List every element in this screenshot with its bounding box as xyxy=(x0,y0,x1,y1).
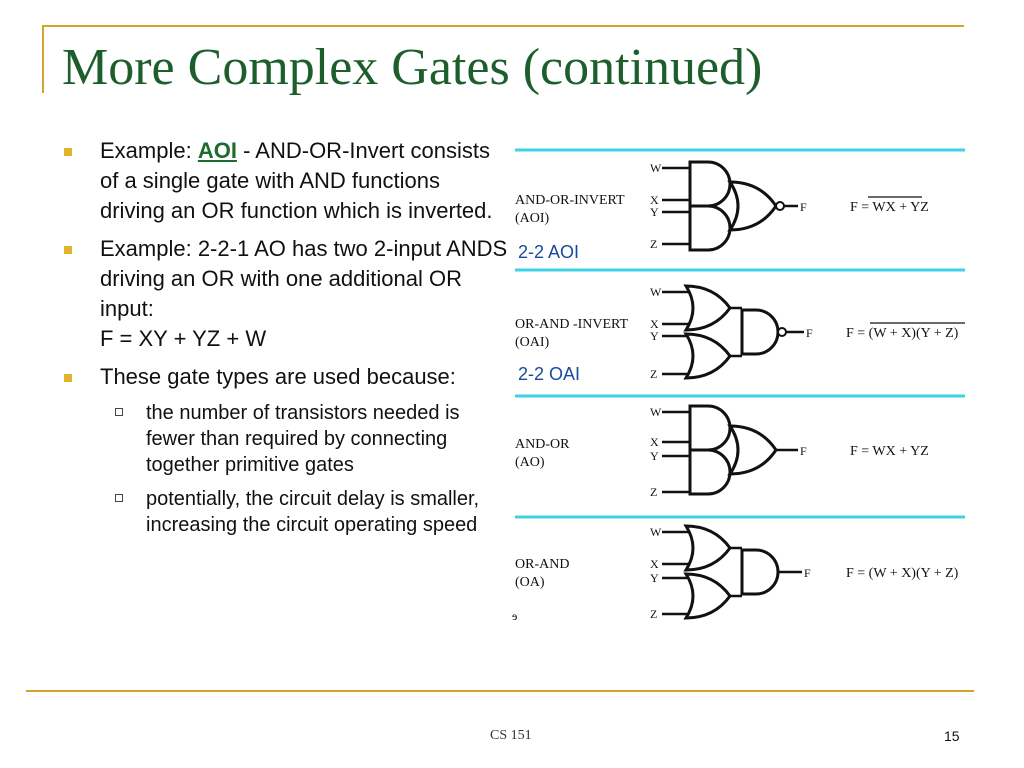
or-gate xyxy=(683,524,732,572)
equation: F = WX + YZ xyxy=(850,444,929,459)
inverter-bubble xyxy=(775,201,785,211)
gate-abbrev: (AOI) xyxy=(515,211,550,226)
bullet-square-icon xyxy=(64,148,72,156)
equation: F = (W + X)(Y + Z) xyxy=(846,566,959,581)
or-gate xyxy=(683,284,732,332)
sub-bullet-text: the number of transistors needed is fewe… xyxy=(146,402,460,476)
gate-diagram: AND-OR-INVERT (AOI) W X Y Z F F = WX + Y… xyxy=(512,148,965,623)
slide-title: More Complex Gates (continued) xyxy=(62,39,763,96)
bullet-text: Example: xyxy=(100,138,198,163)
gate-name: AND-OR xyxy=(515,437,570,452)
frame-left-line xyxy=(42,25,44,93)
sub-bullet-list: the number of transistors needed is fewe… xyxy=(60,400,510,538)
bullet-ao-example: Example: 2-2-1 AO has two 2-input ANDS d… xyxy=(60,234,510,354)
oa-row: OR-AND (OA) W X Y Z F F = (W + X)(Y + Z)… xyxy=(512,524,959,623)
pin-w-label: W xyxy=(650,285,662,299)
bullet-text: Example: 2-2-1 AO has two 2-input ANDS d… xyxy=(100,236,508,321)
aoi-row: AND-OR-INVERT (AOI) W X Y Z F F = WX + Y… xyxy=(515,160,929,262)
equation: F = WX + YZ xyxy=(850,200,929,215)
and-gate xyxy=(688,448,732,496)
gate-name: AND-OR-INVERT xyxy=(515,193,625,208)
or-gate xyxy=(727,180,778,232)
gate-abbrev: (OAI) xyxy=(515,335,550,350)
stray-glyph: ɘ xyxy=(512,609,517,623)
ao-row: AND-OR (AO) W X Y Z F F = WX + YZ xyxy=(515,404,929,499)
footer-course: CS 151 xyxy=(490,728,532,743)
and-gate xyxy=(740,308,780,356)
or-gate xyxy=(683,572,732,620)
sub-bullet-delay: potentially, the circuit delay is smalle… xyxy=(60,486,510,538)
bullet-text: These gate types are used because: xyxy=(100,364,456,389)
pin-x-label: X xyxy=(650,193,659,207)
gate-name: OR-AND -INVERT xyxy=(515,317,629,332)
gate-abbrev: (AO) xyxy=(515,455,545,470)
pin-z-label: Z xyxy=(650,237,657,251)
pin-f-label: F xyxy=(804,566,811,580)
bullet-text: - AND-OR-Invert consists of a single gat… xyxy=(100,138,493,223)
and-gate xyxy=(688,404,732,452)
equation: F = (W + X)(Y + Z) xyxy=(846,326,959,341)
pin-f-label: F xyxy=(800,200,807,214)
footer-page-number: 15 xyxy=(944,728,960,744)
pin-z-label: Z xyxy=(650,607,657,621)
and-gate xyxy=(688,204,732,252)
pin-x-label: X xyxy=(650,557,659,571)
pin-y-label: Y xyxy=(650,205,659,219)
sub-bullet-text: potentially, the circuit delay is smalle… xyxy=(146,488,480,536)
bullet-square-icon xyxy=(64,374,72,382)
sub-bullet-transistors: the number of transistors needed is fewe… xyxy=(60,400,510,478)
pin-y-label: Y xyxy=(650,449,659,463)
pin-x-label: X xyxy=(650,317,659,331)
oai-row: OR-AND -INVERT (OAI) W X Y Z F F = (W + … xyxy=(515,284,965,384)
frame-top-line xyxy=(42,25,964,27)
frame-bottom-line xyxy=(26,690,974,692)
pin-y-label: Y xyxy=(650,571,659,585)
and-gate xyxy=(740,548,780,596)
pin-w-label: W xyxy=(650,405,662,419)
pin-w-label: W xyxy=(650,525,662,539)
gate-abbrev: (OA) xyxy=(515,575,545,590)
pin-w-label: W xyxy=(650,161,662,175)
pin-y-label: Y xyxy=(650,329,659,343)
row-caption: 2-2 OAI xyxy=(518,364,580,384)
pin-x-label: X xyxy=(650,435,659,449)
bullet-reasons: These gate types are used because: xyxy=(60,362,510,392)
gate-name: OR-AND xyxy=(515,557,569,572)
hollow-square-icon xyxy=(115,408,123,416)
or-gate xyxy=(727,424,778,476)
hollow-square-icon xyxy=(115,494,123,502)
bullet-equation: F = XY + YZ + W xyxy=(100,326,267,351)
bullet-square-icon xyxy=(64,246,72,254)
inverter-bubble xyxy=(777,327,787,337)
aoi-highlight: AOI xyxy=(197,138,237,163)
and-gate xyxy=(688,160,732,208)
pin-z-label: Z xyxy=(650,485,657,499)
row-caption: 2-2 AOI xyxy=(518,242,579,262)
bullet-list: Example: AOI - AND-OR-Invert consists of… xyxy=(60,136,510,546)
or-gate xyxy=(683,332,732,380)
pin-f-label: F xyxy=(806,326,813,340)
pin-f-label: F xyxy=(800,444,807,458)
bullet-aoi-example: Example: AOI - AND-OR-Invert consists of… xyxy=(60,136,510,226)
pin-z-label: Z xyxy=(650,367,657,381)
